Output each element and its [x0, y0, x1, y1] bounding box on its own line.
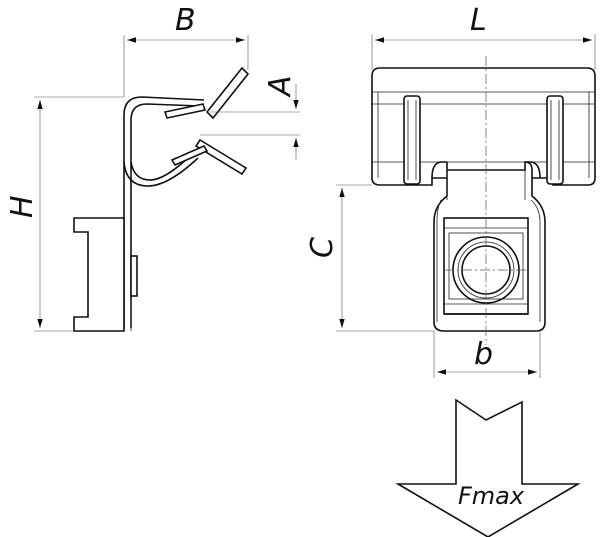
side-view: B A H	[5, 3, 300, 332]
label-H: H	[5, 195, 40, 218]
clip-strip-lower-inner	[130, 151, 195, 181]
clip-strip-inner	[130, 103, 201, 328]
clip-top-body	[371, 67, 596, 186]
dim-B: B	[123, 3, 249, 97]
label-B: B	[175, 3, 196, 38]
dim-A: A	[200, 75, 300, 160]
clip-strip-lower	[123, 157, 199, 187]
label-A: A	[263, 75, 298, 98]
dim-H: H	[5, 96, 124, 332]
force-arrow: Fmax	[395, 398, 581, 537]
lower-tongue	[170, 138, 248, 176]
dim-C: C	[305, 184, 434, 332]
dim-L: L	[371, 3, 596, 70]
front-view: L C b	[305, 3, 596, 378]
upper-tongue	[163, 66, 250, 120]
cage-nut-side	[73, 217, 138, 332]
clip-strip-outer	[123, 96, 205, 328]
dim-b: b	[433, 331, 541, 378]
label-L: L	[470, 3, 487, 38]
label-C: C	[305, 237, 340, 258]
label-b: b	[474, 337, 493, 372]
force-label: Fmax	[458, 482, 525, 510]
force-arrow-outline	[395, 398, 581, 537]
